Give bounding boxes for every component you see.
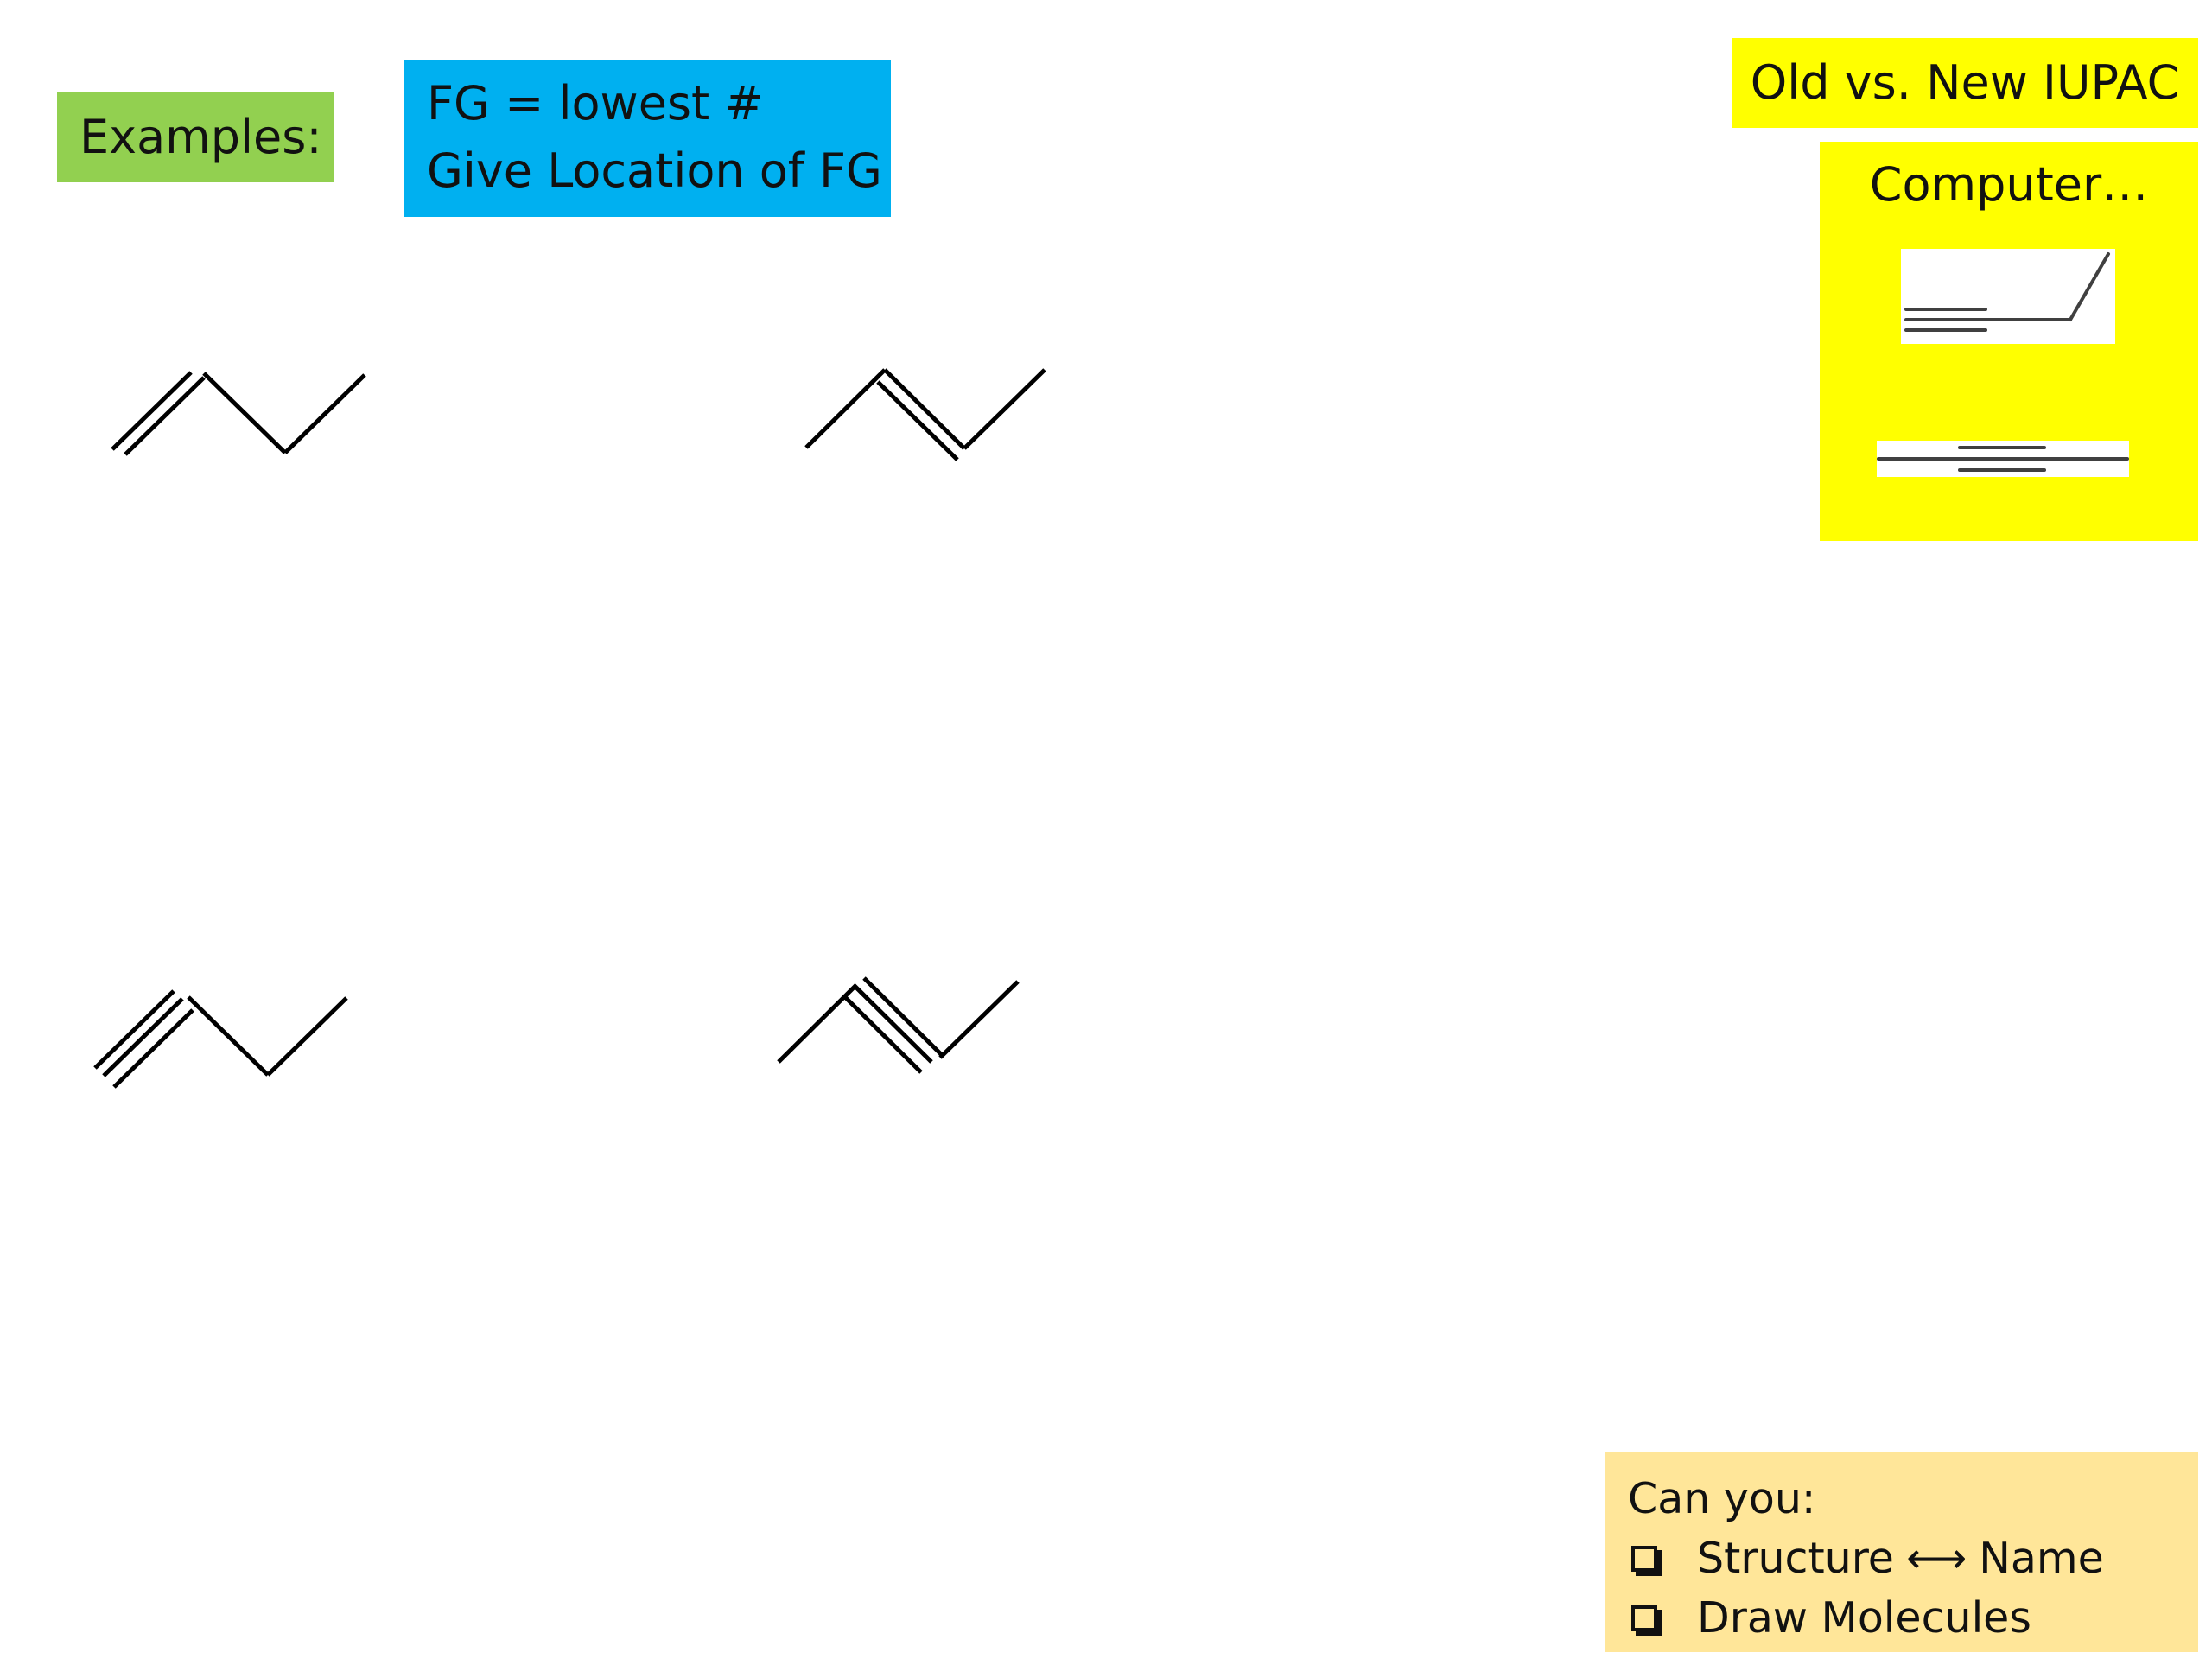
checklist-item-draw-molecules: Draw Molecules — [1628, 1588, 2198, 1648]
structure-but-2-yne — [777, 976, 1020, 1074]
fg-rule-line-2: Give Location of FG — [427, 143, 882, 198]
computer-structure-1-thumbnail — [1901, 249, 2115, 344]
iupac-title-text: Old vs. New IUPAC — [1750, 55, 2180, 110]
checklist-box: Can you: Structure ⟷ Name Draw Molecules — [1605, 1452, 2198, 1652]
checkbox-icon — [1631, 1605, 1657, 1631]
checklist-item-1-right: Name — [1979, 1534, 2104, 1583]
structure-but-1-yne — [93, 989, 348, 1089]
iupac-title-box: Old vs. New IUPAC — [1732, 38, 2198, 128]
computer-structure-2-drawing — [1877, 446, 2129, 472]
checklist-item-2: Draw Molecules — [1697, 1593, 2031, 1643]
computer-panel: Computer… — [1820, 142, 2198, 541]
examples-label: Examples: — [57, 92, 334, 182]
computer-structure-2-thumbnail — [1877, 441, 2129, 477]
computer-label: Computer… — [1869, 157, 2149, 212]
double-arrow-icon: ⟷ — [1905, 1534, 1967, 1583]
checklist-item-1-left: Structure — [1697, 1534, 1894, 1583]
checklist-item-structure-name: Structure ⟷ Name — [1628, 1529, 2198, 1588]
fg-rule-line-1: FG = lowest # — [427, 76, 764, 130]
examples-text: Examples: — [79, 110, 322, 164]
checklist-heading: Can you: — [1628, 1474, 1816, 1523]
computer-structure-1-drawing — [1904, 252, 2110, 332]
fg-rule-box: FG = lowest # Give Location of FG — [404, 60, 891, 217]
structure-but-2-ene — [804, 368, 1046, 461]
checkbox-icon — [1631, 1545, 1657, 1572]
checklist-heading-row: Can you: — [1628, 1469, 2198, 1529]
structure-but-1-ene — [111, 371, 366, 456]
